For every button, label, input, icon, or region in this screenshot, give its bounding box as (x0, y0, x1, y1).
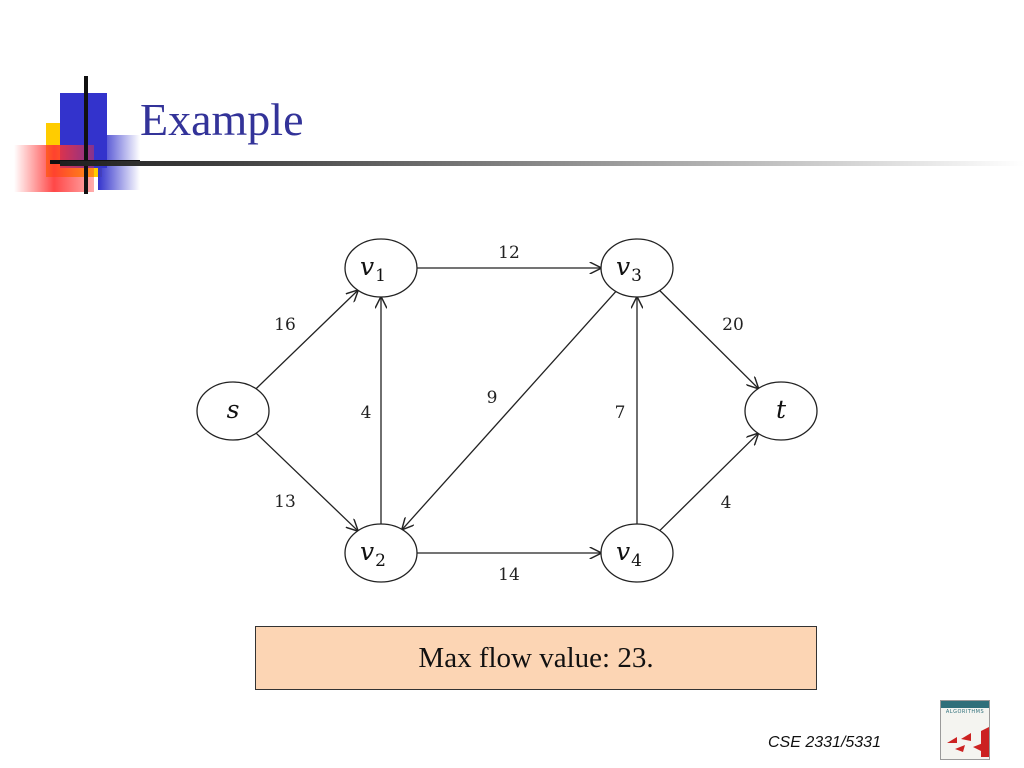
node-circle (600, 238, 674, 298)
textbook-cover-thumbnail: ALGORITHMS (940, 700, 990, 760)
edge-capacity-label: 20 (722, 315, 744, 335)
node-t: t (744, 381, 818, 441)
book-cover-art (947, 727, 989, 757)
node-circle (196, 381, 270, 441)
nodes: s v1 v2 v3 v4 t (196, 238, 818, 583)
node-v4: v4 (600, 523, 674, 583)
max-flow-result-box: Max flow value: 23. (255, 626, 817, 690)
edge-capacity-label: 16 (274, 315, 296, 335)
edge-s-v2: 13 (255, 432, 358, 531)
edge-line (402, 291, 617, 529)
node-v3: v3 (600, 238, 674, 298)
edge-line (659, 290, 759, 389)
edge-capacity-label: 9 (487, 388, 498, 408)
edge-capacity-label: 14 (498, 565, 520, 585)
node-label: t (776, 395, 787, 424)
node-circle (344, 523, 418, 583)
edge-v3-v2: 9 (402, 291, 617, 529)
edge-v2-v4: 14 (417, 553, 601, 585)
node-circle (744, 381, 818, 441)
edge-line (659, 433, 758, 532)
book-cover-stripe (941, 701, 989, 708)
edge-v1-v3: 12 (417, 243, 601, 268)
edge-v2-v1: 4 (361, 297, 381, 524)
slide-title: Example (140, 94, 304, 145)
edge-v3-t: 20 (659, 290, 759, 389)
node-label: s (227, 395, 240, 424)
node-v1: v1 (344, 238, 418, 298)
edges: 16 13 4 12 9 14 7 20 (255, 243, 759, 585)
node-circle (344, 238, 418, 298)
edge-capacity-label: 12 (498, 243, 520, 263)
node-label: v3 (616, 252, 642, 286)
course-code-footer: CSE 2331/5331 (768, 734, 881, 751)
edge-capacity-label: 13 (274, 492, 296, 512)
edge-line (255, 290, 358, 390)
edge-capacity-label: 4 (721, 493, 732, 513)
edge-v4-v3: 7 (615, 297, 637, 524)
edge-v4-t: 4 (659, 433, 758, 532)
title-underline (60, 161, 1024, 166)
book-cover-title: ALGORITHMS (945, 709, 985, 715)
max-flow-result-text: Max flow value: 23. (418, 641, 654, 674)
node-label: v1 (360, 252, 386, 286)
node-label: v4 (616, 537, 642, 571)
node-circle (600, 523, 674, 583)
node-label: v2 (360, 537, 386, 571)
node-s: s (196, 381, 270, 441)
edge-s-v1: 16 (255, 290, 358, 390)
edge-line (255, 432, 358, 531)
edge-capacity-label: 7 (615, 403, 626, 423)
edge-capacity-label: 4 (361, 403, 372, 423)
node-v2: v2 (344, 523, 418, 583)
